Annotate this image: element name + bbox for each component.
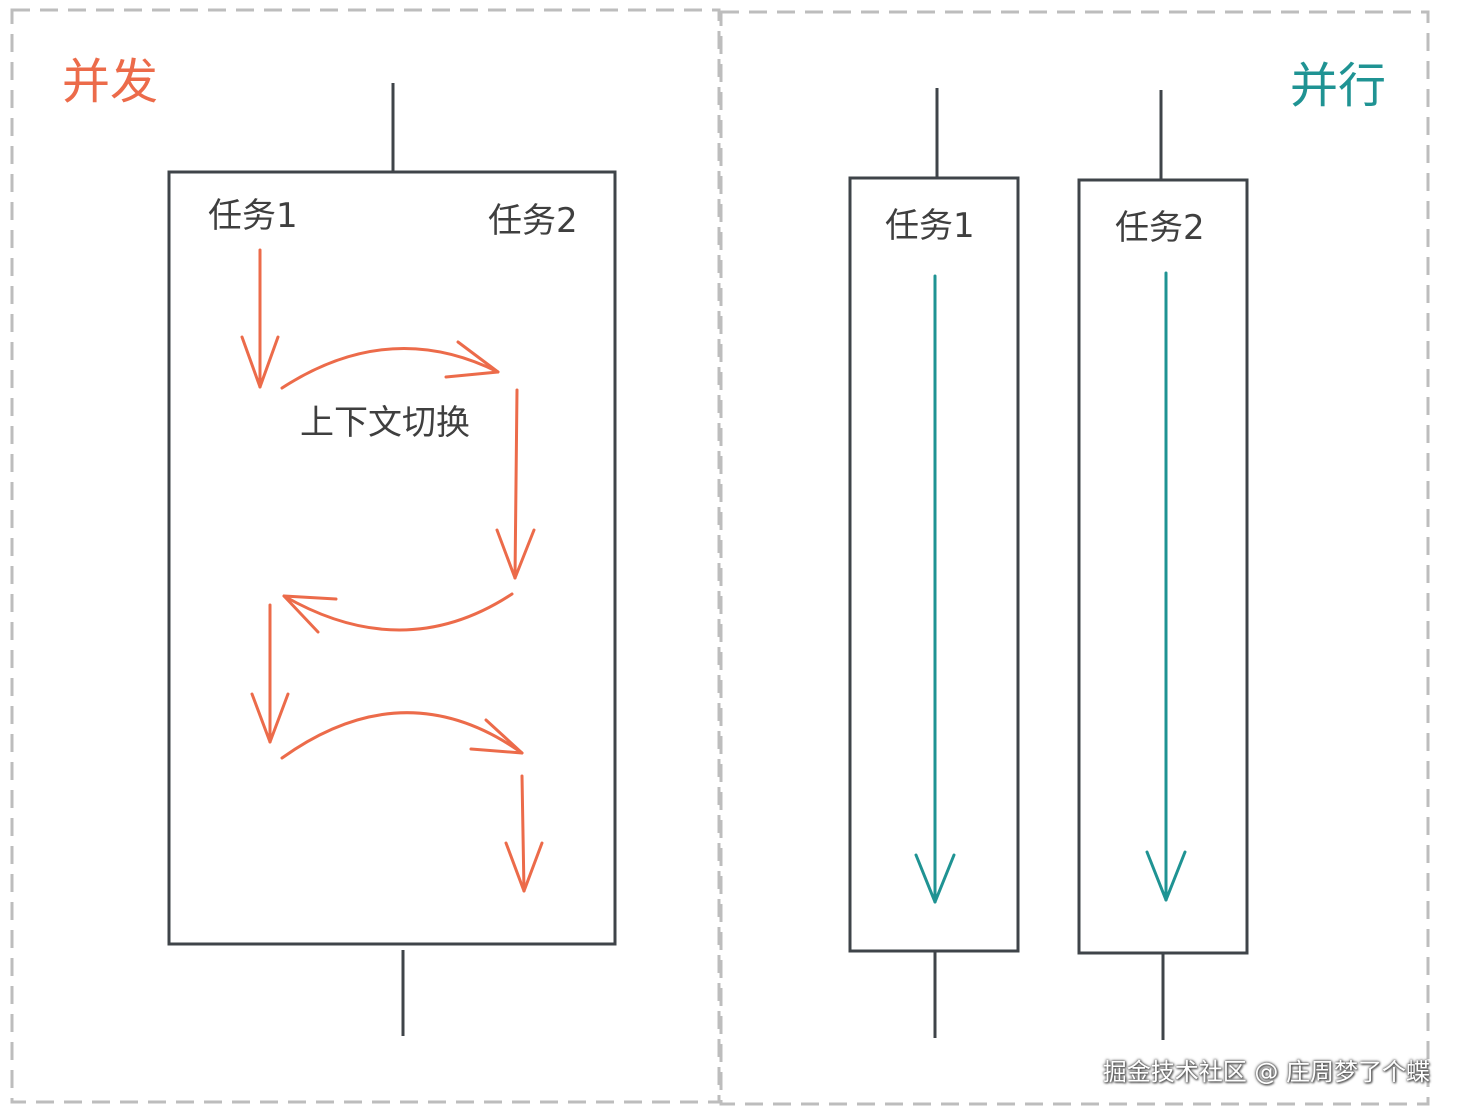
switch-arrowhead-to-task1-1 — [282, 594, 338, 634]
task2-run-arrow-1 — [513, 388, 519, 580]
concurrency-flow-arrows — [240, 248, 544, 893]
task2-run-arrowhead-2 — [504, 841, 544, 893]
parallel-task2-arrowhead — [1145, 850, 1187, 902]
task1-run-arrowhead-1 — [240, 335, 280, 389]
parallel-title: 并行 — [1290, 58, 1387, 114]
parallel-flow-arrows — [914, 271, 1187, 904]
switch-arrowhead-to-task2-1 — [444, 340, 500, 379]
switch-arrow-to-task2-1 — [280, 346, 500, 390]
context-switch-label: 上下文切换 — [300, 403, 470, 443]
switch-arrow-to-task2-2 — [280, 711, 524, 760]
parallel-task1-label: 任务1 — [885, 206, 975, 246]
parallel-task2-box — [1077, 178, 1249, 955]
footer-watermark: 掘金技术社区 @ 庄周梦了个蝶 — [1102, 1058, 1430, 1086]
concurrency-box — [167, 170, 617, 946]
parallel-panel-border — [719, 10, 1430, 1106]
switch-arrowhead-to-task2-2 — [469, 718, 524, 755]
task2-run-arrowhead-1 — [495, 528, 536, 580]
concurrency-title: 并发 — [62, 54, 159, 110]
task2-run-arrow-2 — [520, 774, 526, 893]
parallel-task1-arrowhead — [914, 853, 956, 904]
concurrency-panel-border — [10, 8, 721, 1104]
parallel-task2-label: 任务2 — [1115, 208, 1205, 248]
concurrency-task2-label: 任务2 — [488, 201, 578, 241]
concurrency-task1-label: 任务1 — [208, 196, 298, 236]
task1-run-arrowhead-2 — [250, 692, 290, 744]
switch-arrow-to-task1-1 — [282, 592, 514, 632]
